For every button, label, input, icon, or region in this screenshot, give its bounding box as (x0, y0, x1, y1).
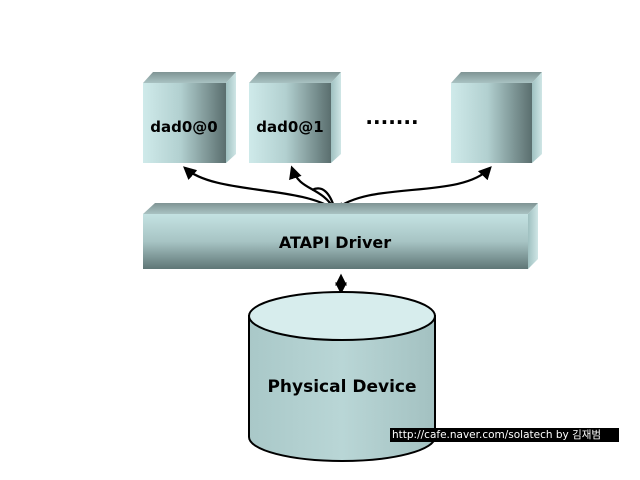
driver-bar-side (528, 203, 538, 269)
node-empty-box-side (532, 72, 542, 163)
node-dad0-1-label: dad0@1 (256, 118, 323, 136)
ellipsis-text: ....... (365, 105, 418, 129)
driver-bar: ATAPI Driver (143, 203, 538, 269)
node-dad0-0-top (143, 72, 236, 83)
node-dad0-0-front (143, 83, 226, 163)
node-dad0-1: dad0@1 (249, 72, 341, 163)
node-dad0-1-top (249, 72, 341, 83)
node-dad0-1-front (249, 83, 331, 163)
driver-label: ATAPI Driver (279, 233, 391, 252)
driver-bar-front (143, 214, 528, 269)
cylinder-body (248, 315, 436, 462)
arrow-to-empty-box (334, 166, 492, 211)
device-label: Physical Device (267, 377, 416, 397)
cylinder-top (248, 291, 436, 341)
node-dad0-0-label: dad0@0 (150, 118, 217, 136)
node-empty-box-front (451, 83, 532, 163)
driver-bar-top (143, 203, 538, 214)
arrow-to-dad0-0 (183, 166, 336, 211)
watermark-background (390, 428, 619, 442)
physical-device-cylinder: Physical Device (248, 291, 436, 462)
node-empty-box-top (451, 72, 542, 83)
node-dad0-1-side (331, 72, 341, 163)
watermark-text: http://cafe.naver.com/solatech by 김재범 (392, 429, 602, 441)
node-dad0-0: dad0@0 (143, 72, 236, 163)
node-empty-box (451, 72, 542, 163)
node-dad0-0-side (226, 72, 236, 163)
